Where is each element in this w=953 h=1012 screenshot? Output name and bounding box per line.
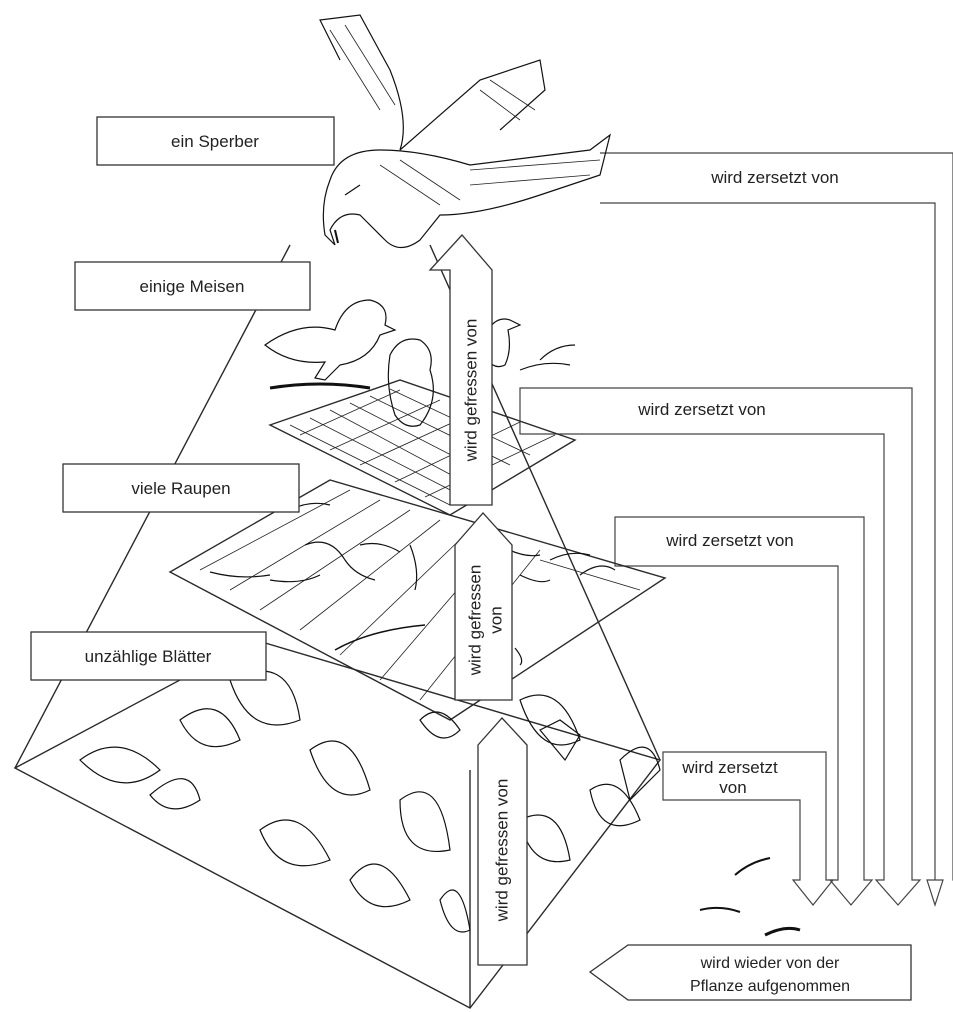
label-blaetter: unzählige Blätter [85,647,212,666]
decomposed-label-4-line1: wird zersetzt [681,758,778,777]
sparrowhawk-illustration [320,15,610,248]
pyramid-level-raupen [170,480,665,720]
label-sperber: ein Sperber [171,132,259,151]
return-arrow: wird wieder von der Pflanze aufgenommen [590,945,911,1000]
level-labels: ein Sperber einige Meisen viele Raupen u… [31,117,334,680]
hatching-meisen [290,389,555,505]
label-meisen: einige Meisen [140,277,245,296]
pyramid-base [15,640,660,1008]
arrow-eaten-by-2-line1: wird gefressen [465,565,484,677]
arrow-eaten-by-3-label: wird gefressen von [492,779,511,923]
label-raupen: viele Raupen [131,479,230,498]
decomposition-labels: wird zersetzt von wird zersetzt von wird… [637,168,839,797]
decomposition-pipe-meisen [520,388,920,905]
decomposed-label-4-line2: von [719,778,746,797]
leaves-illustration [80,671,660,932]
return-text-line2: Pflanze aufgenommen [690,978,850,995]
decomposed-label-3: wird zersetzt von [665,531,794,550]
decomposition-pipe-sperber [600,153,953,905]
eaten-arrows: wird gefressen von wird gefressen von wi… [430,235,527,965]
decomposed-label-2: wird zersetzt von [637,400,766,419]
tits-illustration [265,300,575,426]
decomposed-label-1: wird zersetzt von [710,168,839,187]
arrow-eaten-by-2-line2: von [486,606,505,633]
return-text-line1: wird wieder von der [700,955,840,972]
arrow-eaten-by-1-label: wird gefressen von [461,319,480,463]
